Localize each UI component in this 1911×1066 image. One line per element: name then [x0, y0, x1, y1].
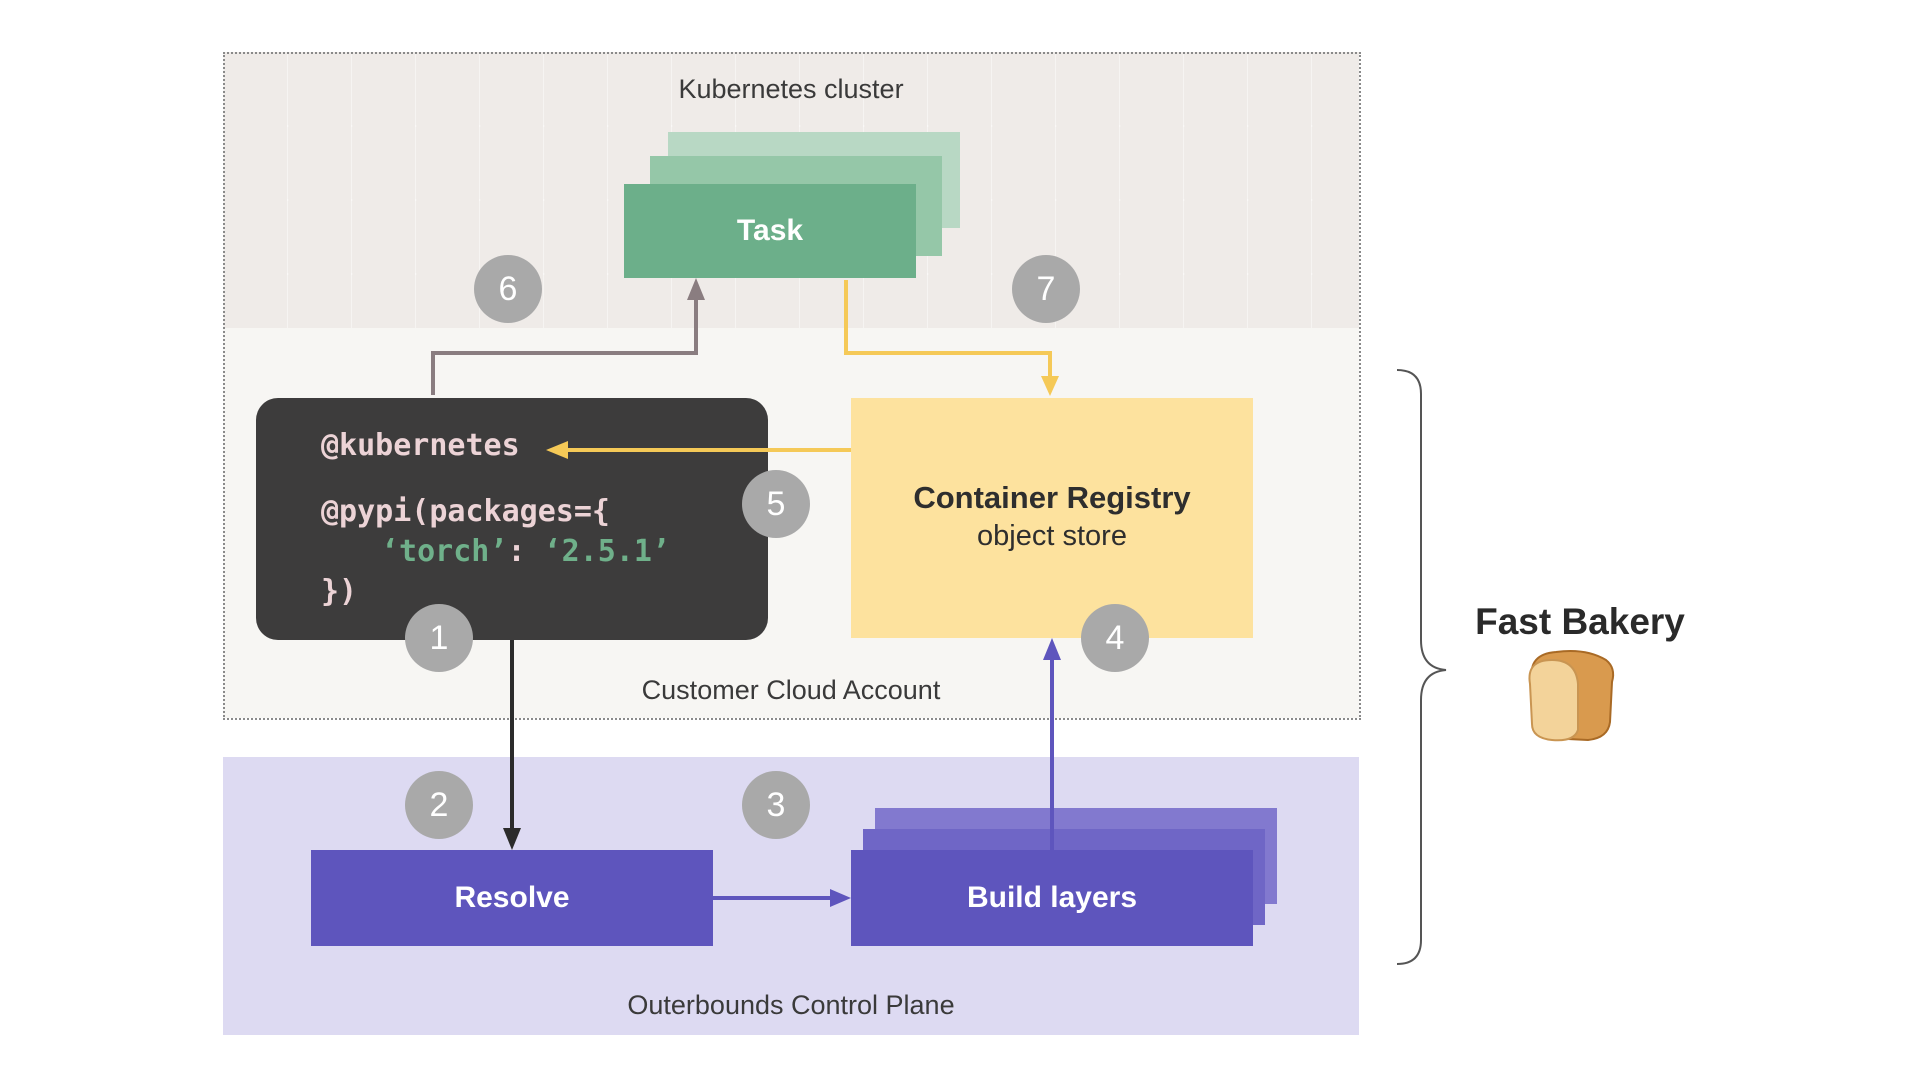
build-layers-label: Build layers: [966, 881, 1138, 914]
customer-cloud-account-border: [223, 52, 1361, 720]
kubernetes-cluster-label: Kubernetes cluster: [678, 74, 904, 104]
code-separator: :: [507, 534, 544, 569]
code-line-torch: ‘torch’: ‘2.5.1’: [381, 534, 670, 569]
arrow-head-build: [830, 889, 851, 907]
customer-cloud-account-label: Customer Cloud Account: [641, 675, 941, 705]
arrow-head-resolve: [503, 828, 521, 850]
arrow-head-registry-bottom: [1043, 638, 1061, 660]
arrow-head-task: [687, 278, 705, 300]
resolve-box: Resolve: [311, 850, 713, 946]
arrow-head-registry-top: [1041, 376, 1059, 396]
step-1-badge: 1: [405, 604, 473, 672]
step-6-badge: 6: [474, 255, 542, 323]
resolve-label: Resolve: [454, 881, 570, 914]
step-3-badge: 3: [742, 771, 810, 839]
build-layers-box: Build layers: [851, 850, 1253, 946]
container-registry-box: [851, 398, 1253, 638]
arrow-code-to-task: [431, 298, 698, 395]
code-snippet-box: [256, 398, 768, 640]
code-torch-version: ‘2.5.1’: [543, 534, 670, 569]
control-plane-label: Outerbounds Control Plane: [627, 990, 955, 1020]
arrow-head-code: [546, 441, 568, 459]
container-registry-subtitle: object store: [977, 520, 1127, 552]
step-4-badge: 4: [1081, 604, 1149, 672]
task-box: Task: [624, 184, 916, 278]
arrow-task-to-registry: [844, 280, 1052, 378]
fast-bakery-brace: [1396, 369, 1447, 965]
step-5-badge: 5: [742, 470, 810, 538]
code-torch-key: ‘torch’: [381, 534, 508, 569]
code-line-kubernetes: @kubernetes: [321, 428, 520, 463]
container-registry-title: Container Registry: [913, 480, 1191, 515]
code-line-close: }): [321, 574, 358, 609]
step-7-badge: 7: [1012, 255, 1080, 323]
code-line-pypi: @pypi(packages={: [321, 494, 610, 529]
fast-bakery-label: Fast Bakery: [1475, 601, 1685, 642]
bread-icon: [1528, 650, 1615, 742]
task-label: Task: [736, 214, 804, 247]
step-2-badge: 2: [405, 771, 473, 839]
